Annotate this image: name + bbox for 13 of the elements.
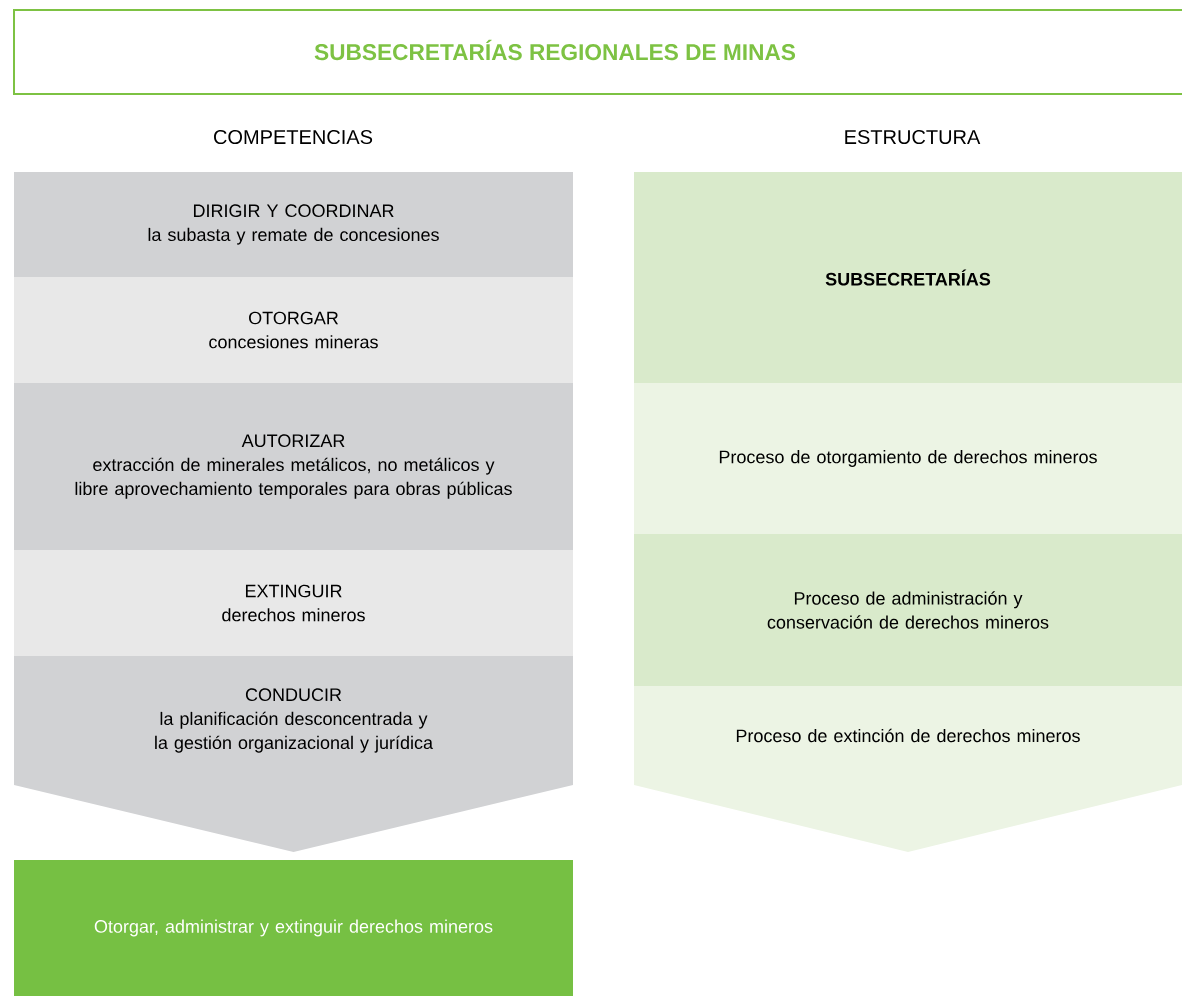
column-heading: ESTRUCTURA [845,129,981,145]
column-heading: COMPETENCIAS [214,129,373,145]
band: EXTINGUIR derechos mineros [14,550,573,656]
band: Proceso de administración y conservación de derechos mineros [634,534,1182,686]
band: OTORGAR concesiones mineras [14,277,573,383]
band: AUTORIZAR extracción de minerales metálicos, no metálicos y libre aprovechamiento temporales para obras públicas [14,383,573,550]
title-box: SUBSECRETARÍAS REGIONALES DE MINAS [13,9,1182,95]
chevron-band: CONDUCIR la planificación desconcentrada y la gestión organizacional y jurídica [14,656,573,852]
band: Proceso de otorgamiento de derechos mineros [634,383,1182,534]
chevron-band: Proceso de extinción de derechos mineros [634,686,1182,852]
result-box: Otorgar, administrar y extinguir derechos mineros [14,860,573,996]
band: DIRIGIR Y COORDINAR la subasta y remate de concesiones [14,172,573,277]
band: SUBSECRETARÍAS [634,172,1182,383]
